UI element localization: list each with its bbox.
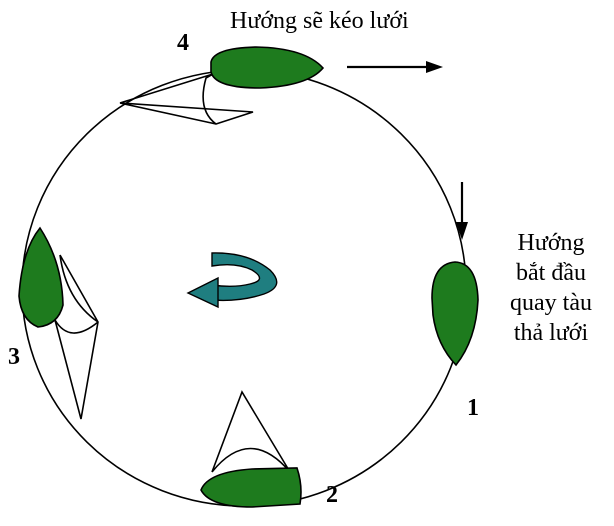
position-2-label: 2 — [326, 482, 338, 508]
boat-1-icon — [431, 261, 479, 367]
net-4-icon — [119, 73, 254, 125]
net-3-icon — [54, 254, 99, 420]
right-direction-label: Hướng bắt đầu quay tàu thả lưới — [488, 228, 614, 348]
net-2-icon — [211, 390, 291, 473]
right-label-line-4: thả lưới — [513, 320, 589, 346]
direction-arrow-right-icon — [456, 182, 468, 240]
boat-4-group — [119, 46, 325, 125]
direction-arrow-top-icon — [347, 61, 443, 73]
position-3-label: 3 — [8, 344, 20, 370]
top-direction-label: Hướng sẽ kéo lưới — [230, 8, 409, 34]
boat-4-icon — [210, 46, 325, 89]
position-1-label: 1 — [467, 395, 479, 421]
right-label-line-2: bắt đầu — [516, 260, 586, 286]
position-4-label: 4 — [177, 30, 189, 56]
boat-2-icon — [200, 467, 302, 508]
right-label-line-3: quay tàu — [510, 290, 592, 316]
boat-2-group — [200, 390, 302, 508]
rotation-arrow-icon — [186, 252, 278, 309]
boat-3-icon — [18, 226, 64, 328]
boat-3-group — [18, 226, 99, 420]
right-label-line-1: Hướng — [517, 230, 585, 256]
